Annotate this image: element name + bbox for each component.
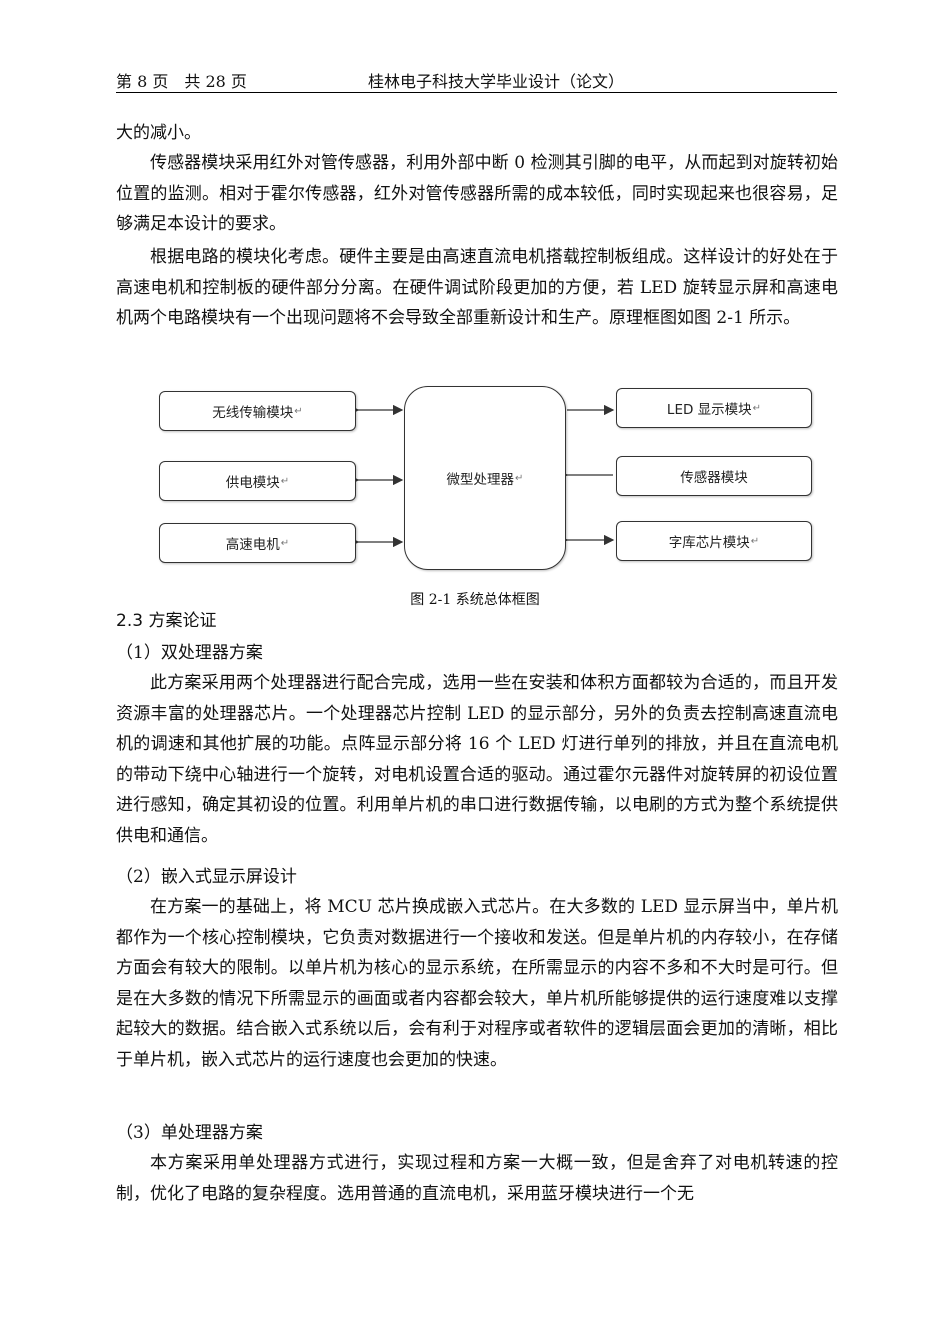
page-header: 第 8 页 共 28 页 桂林电子科技大学毕业设计（论文） [116,66,837,93]
box-led-display-module: LED 显示模块↵ [616,388,812,428]
box-label: 无线传输模块 [212,405,294,421]
box-font-chip-module: 字库芯片模块↵ [616,521,812,561]
box-microprocessor: 微型处理器↵ [404,386,566,570]
subsection-dual-processor: （1）双处理器方案 [116,643,263,663]
box-power-module: 供电模块↵ [159,461,356,501]
paragraph-mark: ↵ [280,475,290,487]
box-label: LED 显示模块 [666,402,752,418]
paragraph-circuit-modularity: 根据电路的模块化考虑。硬件主要是由高速直流电机搭载控制板组成。这样设计的好处在于… [116,247,838,329]
paragraph-mark: ↵ [752,402,762,414]
paragraph-continuation: 大的减小。 [116,123,201,143]
box-label: 供电模块 [225,475,280,491]
system-block-diagram: 无线传输模块↵ 供电模块↵ 高速电机↵ 微型处理器↵ LED 显示模块↵ 传感器… [150,378,820,578]
box-label: 微型处理器 [446,472,515,488]
page-number: 第 8 页 共 28 页 [116,72,247,91]
paragraph-mark: ↵ [515,472,524,484]
header-title: 桂林电子科技大学毕业设计（论文） [368,72,625,91]
paragraph-dual-processor: 此方案采用两个处理器进行配合完成，选用一些在安装和体积方面都较为合适的，而且开发… [116,673,838,846]
paragraph-mark: ↵ [750,535,760,547]
paragraph-mark: ↵ [294,405,303,417]
box-high-speed-motor: 高速电机↵ [159,523,356,563]
paragraph-mark: ↵ [280,537,290,549]
paragraph-single-processor: 本方案采用单处理器方式进行，实现过程和方案一大概一致，但是舍弃了对电机转速的控制… [116,1153,838,1204]
paragraph-sensor-module: 传感器模块采用红外对管传感器，利用外部中断 0 检测其引脚的电平，从而起到对旋转… [116,153,838,235]
diagram-arrows [348,404,615,548]
figure-caption: 图 2-1 系统总体框图 [410,592,540,608]
box-label: 高速电机 [225,537,280,553]
box-label: 传感器模块 [680,470,748,486]
box-label: 字库芯片模块 [668,535,750,551]
paragraph-embedded-display: 在方案一的基础上，将 MCU 芯片换成嵌入式芯片。在大多数的 LED 显示屏当中… [116,897,838,1070]
box-sensor-module: 传感器模块 [616,456,812,496]
section-heading: 2.3 方案论证 [116,611,217,631]
subsection-single-processor: （3）单处理器方案 [116,1123,263,1143]
subsection-embedded-display: （2）嵌入式显示屏设计 [116,867,297,887]
box-wireless-module: 无线传输模块↵ [159,391,356,431]
